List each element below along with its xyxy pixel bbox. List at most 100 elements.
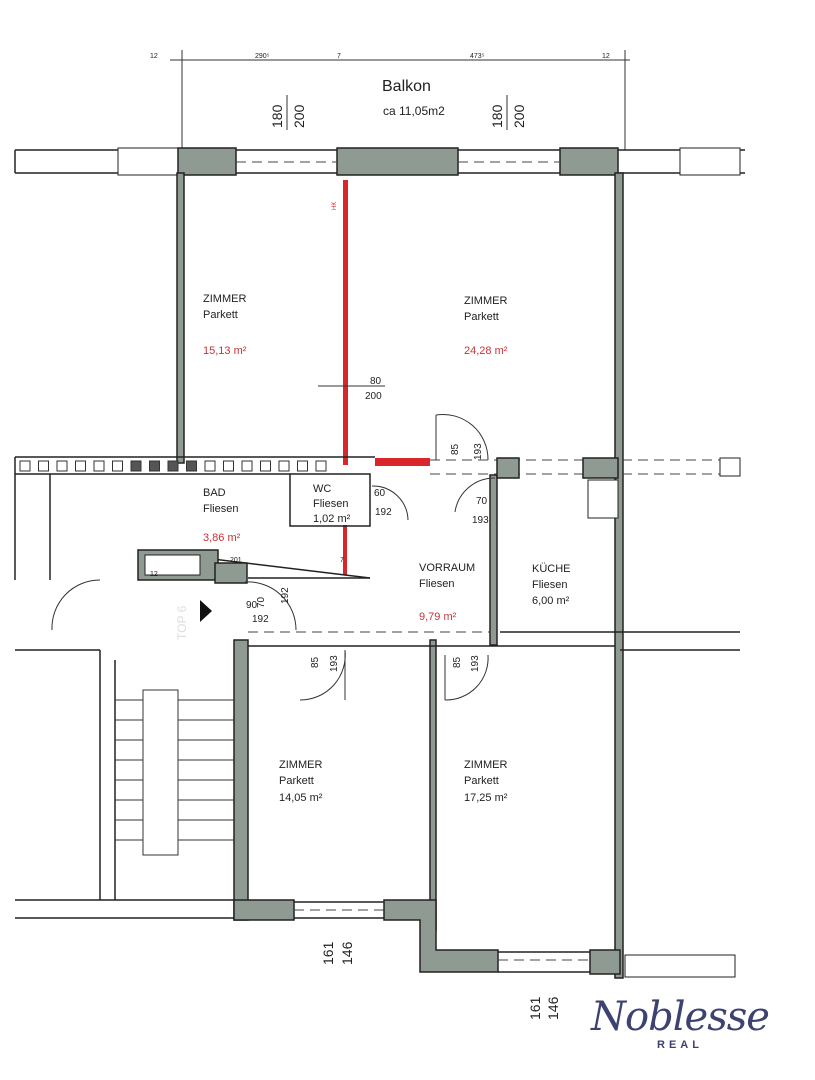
svg-text:193: 193 [329,655,340,672]
room-label-zimmer-3: ZIMMER Parkett 14,05 m² [279,759,323,804]
svg-text:WC: WC [313,483,331,495]
door-swings [51,413,496,701]
svg-text:14,05 m²: 14,05 m² [279,792,323,804]
svg-text:ZIMMER: ZIMMER [464,295,507,307]
svg-text:VORRAUM: VORRAUM [419,562,475,574]
bottom-exterior-wall [15,899,736,978]
svg-text:KÜCHE: KÜCHE [532,563,571,575]
room-label-kueche: KÜCHE Fliesen 6,00 m² [532,563,571,607]
svg-text:192: 192 [280,587,291,604]
svg-text:3,86 m²: 3,86 m² [203,532,241,544]
svg-text:ZIMMER: ZIMMER [464,759,507,771]
svg-text:200: 200 [511,104,527,128]
svg-text:12: 12 [150,571,158,578]
balcony-area: ca 11,05m2 [383,104,445,118]
svg-text:193: 193 [473,443,484,460]
svg-text:146: 146 [339,941,355,965]
room-label-zimmer-1: ZIMMER Parkett 15,13 m² [203,293,247,357]
logo-script: Noblesse [591,994,770,1040]
svg-text:7: 7 [340,557,344,564]
wall-block [167,460,179,472]
middle-wall [14,456,741,479]
svg-text:Parkett: Parkett [279,775,314,787]
top-dimension-line: 12 290⁵ 7 473⁵ 12 [150,50,630,150]
svg-text:Parkett: Parkett [464,775,499,787]
top-exterior-wall [14,147,745,176]
wall-block [112,460,123,472]
svg-text:Fliesen: Fliesen [419,578,454,590]
room-label-zimmer-2: ZIMMER Parkett 24,28 m² [464,295,508,357]
wall-block [223,460,234,472]
svg-text:193: 193 [470,655,481,672]
svg-text:85: 85 [310,656,321,668]
svg-text:17,25 m²: 17,25 m² [464,792,508,804]
svg-text:7: 7 [337,53,341,60]
svg-text:180: 180 [489,104,505,128]
new-wall [343,180,348,465]
svg-text:9,79 m²: 9,79 m² [419,611,457,623]
bottom-window-heights: 161 146 161 146 [320,941,561,1020]
svg-text:473⁵: 473⁵ [470,53,485,60]
wall-block [186,460,197,472]
wall-block [75,460,86,472]
wc-walls [289,473,371,527]
wall-block [130,460,142,472]
door-dimensions: 80 200 85 193 60 192 70 193 201 12 7 70 … [150,376,489,672]
svg-text:ZIMMER: ZIMMER [279,759,322,771]
room-label-zimmer-4: ZIMMER Parkett 17,25 m² [464,759,508,804]
svg-text:ZIMMER: ZIMMER [203,293,246,305]
wall-block [19,460,31,472]
window-heights: 180 200 180 200 [269,95,527,130]
svg-text:24,28 m²: 24,28 m² [464,345,508,357]
staircase [99,650,234,900]
svg-text:161: 161 [320,941,336,965]
svg-text:146: 146 [545,996,561,1020]
svg-text:1,02 m²: 1,02 m² [313,513,351,525]
svg-text:192: 192 [375,507,392,518]
svg-text:15,13 m²: 15,13 m² [203,345,247,357]
wall-block [297,460,308,472]
logo-sub: REAL [657,1039,703,1051]
svg-text:6,00 m²: 6,00 m² [532,595,570,607]
svg-text:Parkett: Parkett [203,309,238,321]
svg-text:Fliesen: Fliesen [532,579,567,591]
wall-block [56,460,68,472]
svg-text:85: 85 [450,443,461,455]
svg-text:BAD: BAD [203,487,226,499]
svg-text:192: 192 [252,614,269,625]
svg-text:70: 70 [256,596,267,608]
svg-text:201: 201 [230,557,242,564]
new-wall [343,525,347,575]
wall-block [260,460,271,472]
svg-text:12: 12 [150,53,158,60]
wall-block [204,460,216,472]
svg-text:161: 161 [527,996,543,1020]
wall-block [278,460,290,472]
svg-text:290⁵: 290⁵ [255,53,270,60]
svg-text:80: 80 [370,376,382,387]
wall [614,172,624,979]
room-label-bad: BAD Fliesen 3,86 m² [203,487,241,544]
svg-text:60: 60 [374,488,386,499]
svg-text:Parkett: Parkett [464,311,499,323]
svg-text:200: 200 [291,104,307,128]
unit-label: TOP 6 [175,605,189,640]
svg-text:Fliesen: Fliesen [203,503,238,515]
svg-text:85: 85 [452,656,463,668]
wall-block [315,460,327,472]
wall-block [241,460,253,472]
wall [233,639,249,921]
svg-text:70: 70 [476,496,488,507]
svg-text:HK: HK [332,202,338,210]
svg-text:180: 180 [269,104,285,128]
noblesse-real-logo: Noblesse REAL [590,995,770,1051]
wall [176,172,185,464]
wall-block [38,460,49,472]
svg-text:12: 12 [602,53,610,60]
wall-block [149,460,160,472]
svg-text:Fliesen: Fliesen [313,498,348,510]
room-label-vorraum: VORRAUM Fliesen 9,79 m² [419,562,475,623]
wall-block [93,460,105,472]
room-label-wc: WC Fliesen 1,02 m² [313,483,351,525]
